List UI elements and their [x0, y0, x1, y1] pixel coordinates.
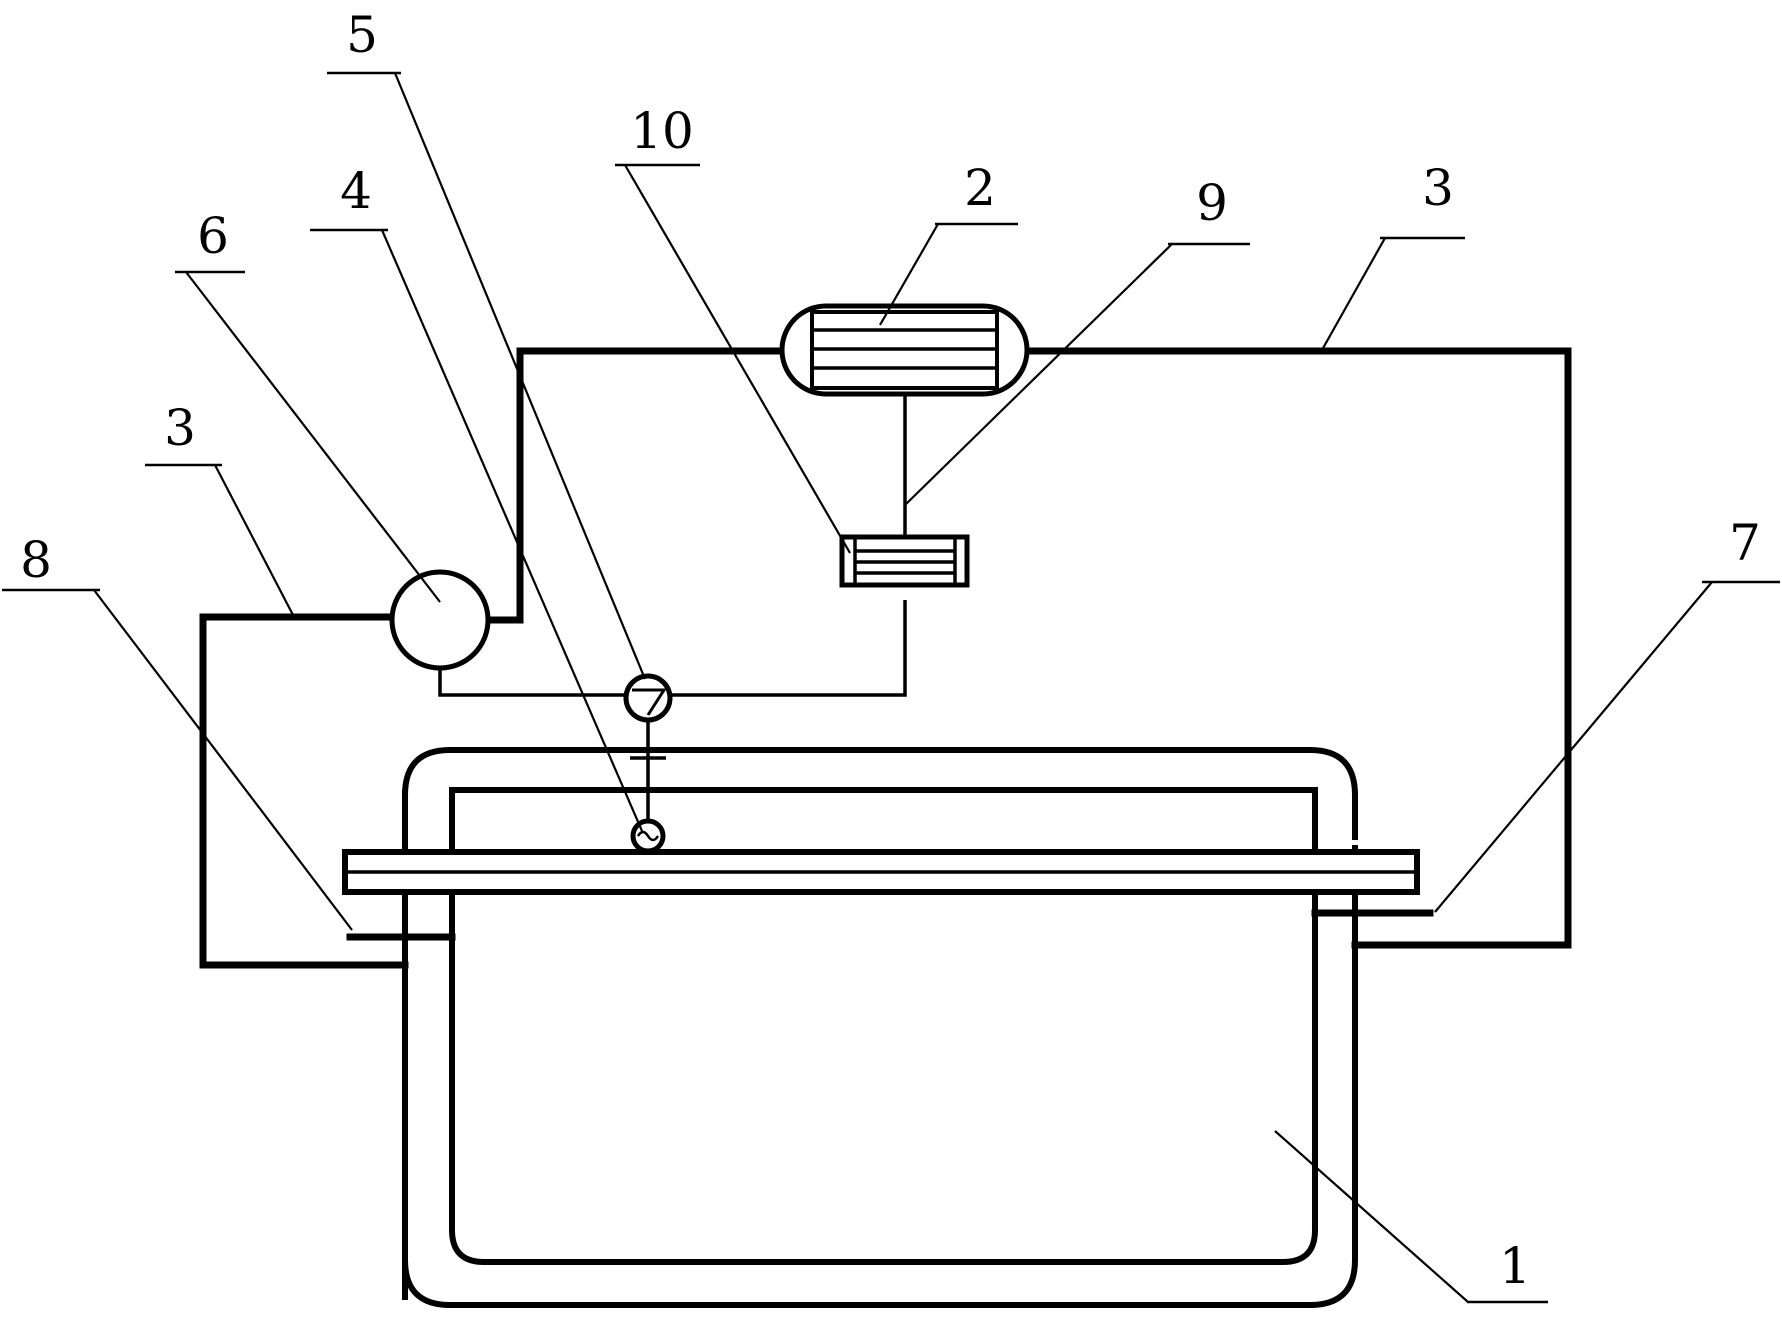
- label-5: 5: [346, 6, 378, 64]
- leader-3-right: [1321, 237, 1386, 351]
- leader-4: [380, 229, 644, 832]
- pump-body: [623, 673, 673, 723]
- label-3-left: 3: [164, 399, 196, 457]
- sensor-wave: [636, 830, 660, 842]
- label-8: 8: [20, 531, 52, 589]
- leader-8: [93, 589, 353, 931]
- label-2: 2: [964, 159, 996, 217]
- compressor-riser-pipe: [486, 347, 794, 624]
- vessel-inner-shell: [449, 948, 1318, 1265]
- pipes: [199, 347, 1572, 969]
- leader-7: [1434, 581, 1713, 913]
- label-7: 7: [1729, 514, 1761, 572]
- right-main-pipe: [1014, 347, 1572, 949]
- branch-lines: [438, 394, 907, 825]
- leader-10: [624, 164, 851, 554]
- leader-9: [904, 243, 1173, 506]
- labels: 5 10 2 9 3 4 6 3 8 7 1: [20, 6, 1761, 1295]
- vessel-flange: [342, 849, 1420, 895]
- leader-lines: [2, 71, 1780, 1304]
- leader-1: [1274, 1130, 1469, 1303]
- filter: [839, 534, 970, 588]
- label-3-right: 3: [1422, 159, 1454, 217]
- sensor: [630, 818, 666, 854]
- label-9: 9: [1196, 174, 1228, 232]
- heat-exchanger: [779, 303, 1030, 397]
- pump-triangle: [632, 688, 667, 716]
- leader-6: [185, 271, 441, 603]
- leader-3-left: [214, 464, 294, 616]
- left-main-pipe: [199, 613, 409, 969]
- vessel: [342, 747, 1420, 1308]
- vessel-outer-lid: [402, 747, 1358, 840]
- pump: [623, 673, 673, 723]
- vessel-outer-shell: [402, 845, 1358, 1308]
- compressor-return-line: [438, 600, 907, 697]
- compressor: [389, 569, 491, 671]
- label-6: 6: [197, 207, 229, 265]
- label-1: 1: [1499, 1237, 1531, 1295]
- leader-2: [879, 223, 939, 326]
- label-10: 10: [630, 102, 694, 160]
- leader-5: [393, 72, 647, 680]
- label-4: 4: [340, 162, 372, 220]
